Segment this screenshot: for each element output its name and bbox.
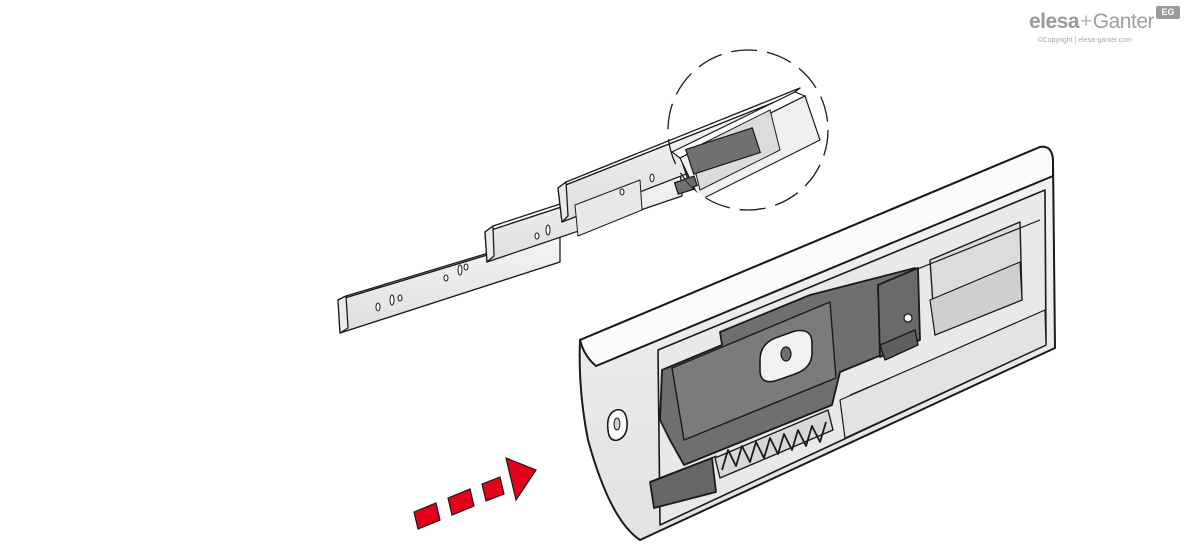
mechanism-detail — [578, 145, 1056, 541]
closing-direction-arrow — [413, 457, 537, 530]
brand-name-left: elesa — [1028, 10, 1080, 33]
mounting-holes — [375, 173, 655, 312]
brand-name-plus: + — [1080, 10, 1092, 33]
detail-circle — [667, 49, 829, 211]
detail-circle-content — [670, 91, 821, 201]
copyright-text: ©Copyright | elesa-ganter.com — [1037, 37, 1132, 44]
brand-logo: EG elesa+Ganter ©Copyright | elesa-gante… — [1000, 4, 1180, 44]
brand-name-right: Ganter — [1092, 10, 1155, 33]
brand-name: elesa+Ganter — [1028, 10, 1155, 34]
damper-spring — [714, 409, 834, 479]
brand-mark: EG — [1156, 6, 1180, 19]
